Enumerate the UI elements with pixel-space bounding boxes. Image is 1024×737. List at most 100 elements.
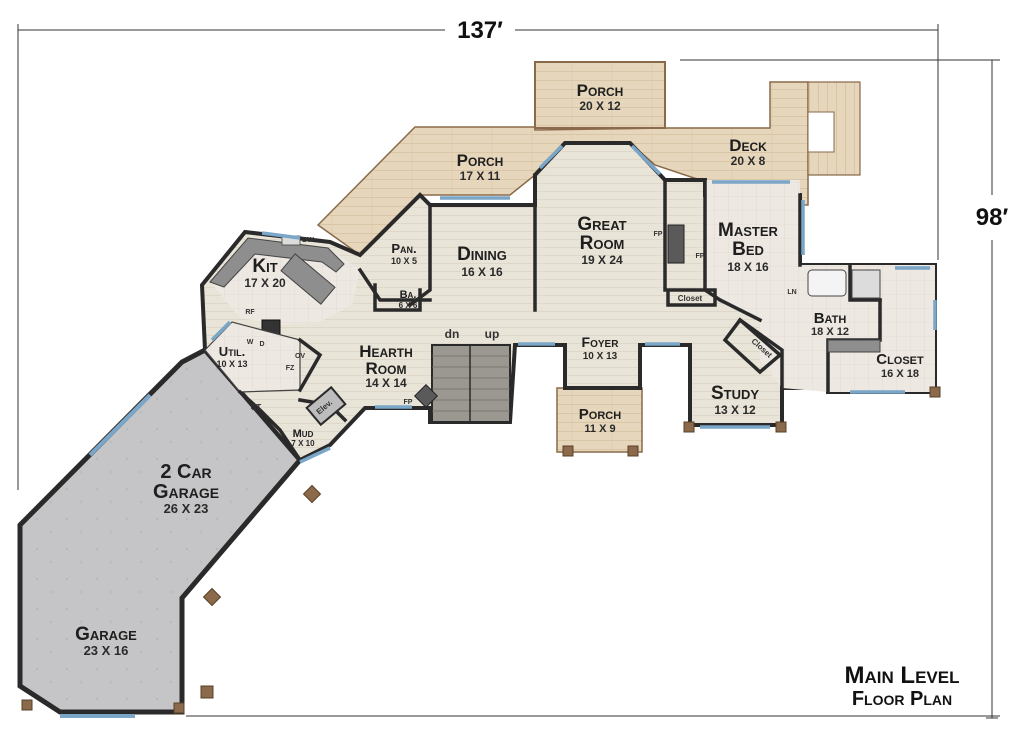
interior-walls bbox=[237, 173, 882, 463]
porch-top-name: Porch bbox=[577, 81, 624, 100]
elevator-shaft bbox=[305, 385, 347, 427]
bath-vanity bbox=[827, 339, 881, 353]
study-label: Study 13 X 12 bbox=[711, 383, 759, 417]
overall-depth-label: 98′ bbox=[976, 204, 1009, 231]
porch-top-dims: 20 X 12 bbox=[579, 99, 621, 113]
deck-stair-opening bbox=[807, 111, 835, 153]
half-bath-dims: 6 X 6 bbox=[399, 301, 418, 310]
deck-dims: 20 X 8 bbox=[731, 154, 766, 168]
master-bed-name-line1: Master bbox=[718, 220, 778, 241]
closet-great-room-label: Closet bbox=[678, 294, 703, 303]
master-closet-name: Closet bbox=[876, 351, 924, 368]
hearth-room-dims: 14 X 14 bbox=[365, 376, 407, 390]
kitchen-counter bbox=[209, 237, 345, 288]
porch-main-label: Porch 17 X 11 bbox=[457, 151, 504, 183]
mud-label: Mud 7 X 10 bbox=[291, 428, 315, 448]
bath-floor bbox=[760, 265, 935, 392]
study-dims: 13 X 12 bbox=[714, 403, 756, 417]
refrigerator-label: RF bbox=[245, 309, 255, 316]
half-bath-label: Ba. 6 X 6 bbox=[399, 289, 418, 310]
kitchen-label: Kit 17 X 20 bbox=[244, 256, 286, 290]
ct-label: CT bbox=[251, 403, 262, 412]
kitchen-island bbox=[280, 253, 336, 305]
shower bbox=[851, 269, 881, 299]
hearth-room-label: Hearth Room 14 X 14 bbox=[359, 342, 413, 390]
foyer-name: Foyer bbox=[582, 334, 620, 350]
half-bath-name: Ba. bbox=[400, 289, 417, 301]
bath-dims: 18 X 12 bbox=[811, 326, 849, 338]
porch-entry-dims: 11 X 9 bbox=[584, 423, 615, 435]
great-room-name-line1: Great bbox=[577, 214, 626, 235]
deck-label: Deck 20 X 8 bbox=[729, 136, 767, 168]
utility-dims: 10 X 13 bbox=[216, 359, 247, 369]
porch-main-dims: 17 X 11 bbox=[460, 169, 501, 183]
kitchen-name: Kit bbox=[252, 256, 277, 277]
master-bed-dims: 18 X 16 bbox=[727, 260, 769, 274]
dimension-lines bbox=[17, 24, 1000, 719]
stair-block bbox=[431, 344, 511, 423]
dishwasher-label: DW bbox=[302, 237, 314, 244]
bath-label: Bath 18 X 12 bbox=[811, 310, 849, 338]
stair-treads bbox=[432, 345, 510, 422]
pantry-label: Pan. 10 X 5 bbox=[391, 241, 417, 266]
porch-posts bbox=[21, 386, 941, 714]
great-room-name-line2: Room bbox=[580, 233, 625, 254]
utility-name: Util. bbox=[219, 344, 246, 359]
mud-name: Mud bbox=[293, 428, 314, 440]
porch-top-label: Porch 20 X 12 bbox=[577, 81, 624, 113]
oven-label: OV bbox=[295, 353, 305, 360]
porch-main-name: Porch bbox=[457, 151, 504, 170]
garage-name: Garage bbox=[75, 624, 137, 645]
fireplace-label-3: FP bbox=[404, 399, 413, 406]
garage-window bbox=[88, 393, 152, 457]
garage-2car-dims: 26 X 23 bbox=[164, 501, 209, 516]
master-bed-name-line2: Bed bbox=[732, 239, 764, 260]
dining-dims: 16 X 16 bbox=[461, 265, 503, 279]
utility-label: Util. 10 X 13 bbox=[216, 344, 247, 369]
garage-slab bbox=[17, 346, 304, 715]
dryer-label: D bbox=[259, 341, 264, 348]
garage-2car-name-line2: Garage bbox=[153, 481, 219, 503]
washer-label: W bbox=[247, 339, 254, 346]
linen-label: LN bbox=[787, 289, 796, 296]
study-name: Study bbox=[711, 383, 759, 404]
garage-dims: 23 X 16 bbox=[84, 643, 129, 658]
master-bed-label: Master Bed 18 X 16 bbox=[718, 220, 778, 274]
master-closet-dims: 16 X 18 bbox=[881, 368, 919, 380]
bathtub bbox=[807, 269, 847, 297]
foyer-dims: 10 X 13 bbox=[583, 351, 618, 362]
stair-up-label: up bbox=[485, 327, 500, 341]
fireplace-label-1: FP bbox=[654, 231, 663, 238]
great-room-label: Great Room 19 X 24 bbox=[577, 214, 626, 267]
deck-name: Deck bbox=[729, 136, 767, 155]
freezer-label: FZ bbox=[286, 365, 295, 372]
plan-title-line1: Main Level bbox=[845, 662, 960, 689]
windows bbox=[210, 144, 937, 464]
porch-top-floor bbox=[534, 61, 666, 129]
garage-2car-label: 2 Car Garage 26 X 23 bbox=[153, 461, 219, 516]
mud-dims: 7 X 10 bbox=[291, 439, 315, 448]
porch-entry-label: Porch 11 X 9 bbox=[579, 406, 621, 435]
hearth-room-name-line1: Hearth bbox=[359, 342, 413, 361]
dining-label: Dining 16 X 16 bbox=[457, 244, 507, 279]
pantry-name: Pan. bbox=[391, 241, 416, 256]
porch-entry-name: Porch bbox=[579, 406, 621, 423]
hearth-room-name-line2: Room bbox=[366, 359, 407, 378]
stair-down-label: dn bbox=[445, 327, 460, 341]
dining-name: Dining bbox=[457, 244, 507, 265]
plan-title-line2: Floor Plan bbox=[852, 688, 952, 710]
fireplace-hearth bbox=[413, 383, 439, 409]
overall-width-label: 137′ bbox=[457, 17, 503, 44]
foyer-label: Foyer 10 X 13 bbox=[582, 334, 620, 362]
fireplace-label-2: FP bbox=[696, 253, 705, 260]
bath-name: Bath bbox=[814, 310, 847, 327]
kitchen-dims: 17 X 20 bbox=[244, 276, 286, 290]
pantry-dims: 10 X 5 bbox=[391, 256, 417, 266]
garage-label: Garage 23 X 16 bbox=[75, 624, 137, 658]
master-bed-floor bbox=[705, 180, 800, 320]
great-room-dims: 19 X 24 bbox=[581, 253, 623, 267]
fireplace-great-room bbox=[667, 224, 685, 264]
garage-2car-name-line1: 2 Car bbox=[160, 461, 211, 483]
master-closet-label: Closet 16 X 18 bbox=[876, 351, 924, 380]
